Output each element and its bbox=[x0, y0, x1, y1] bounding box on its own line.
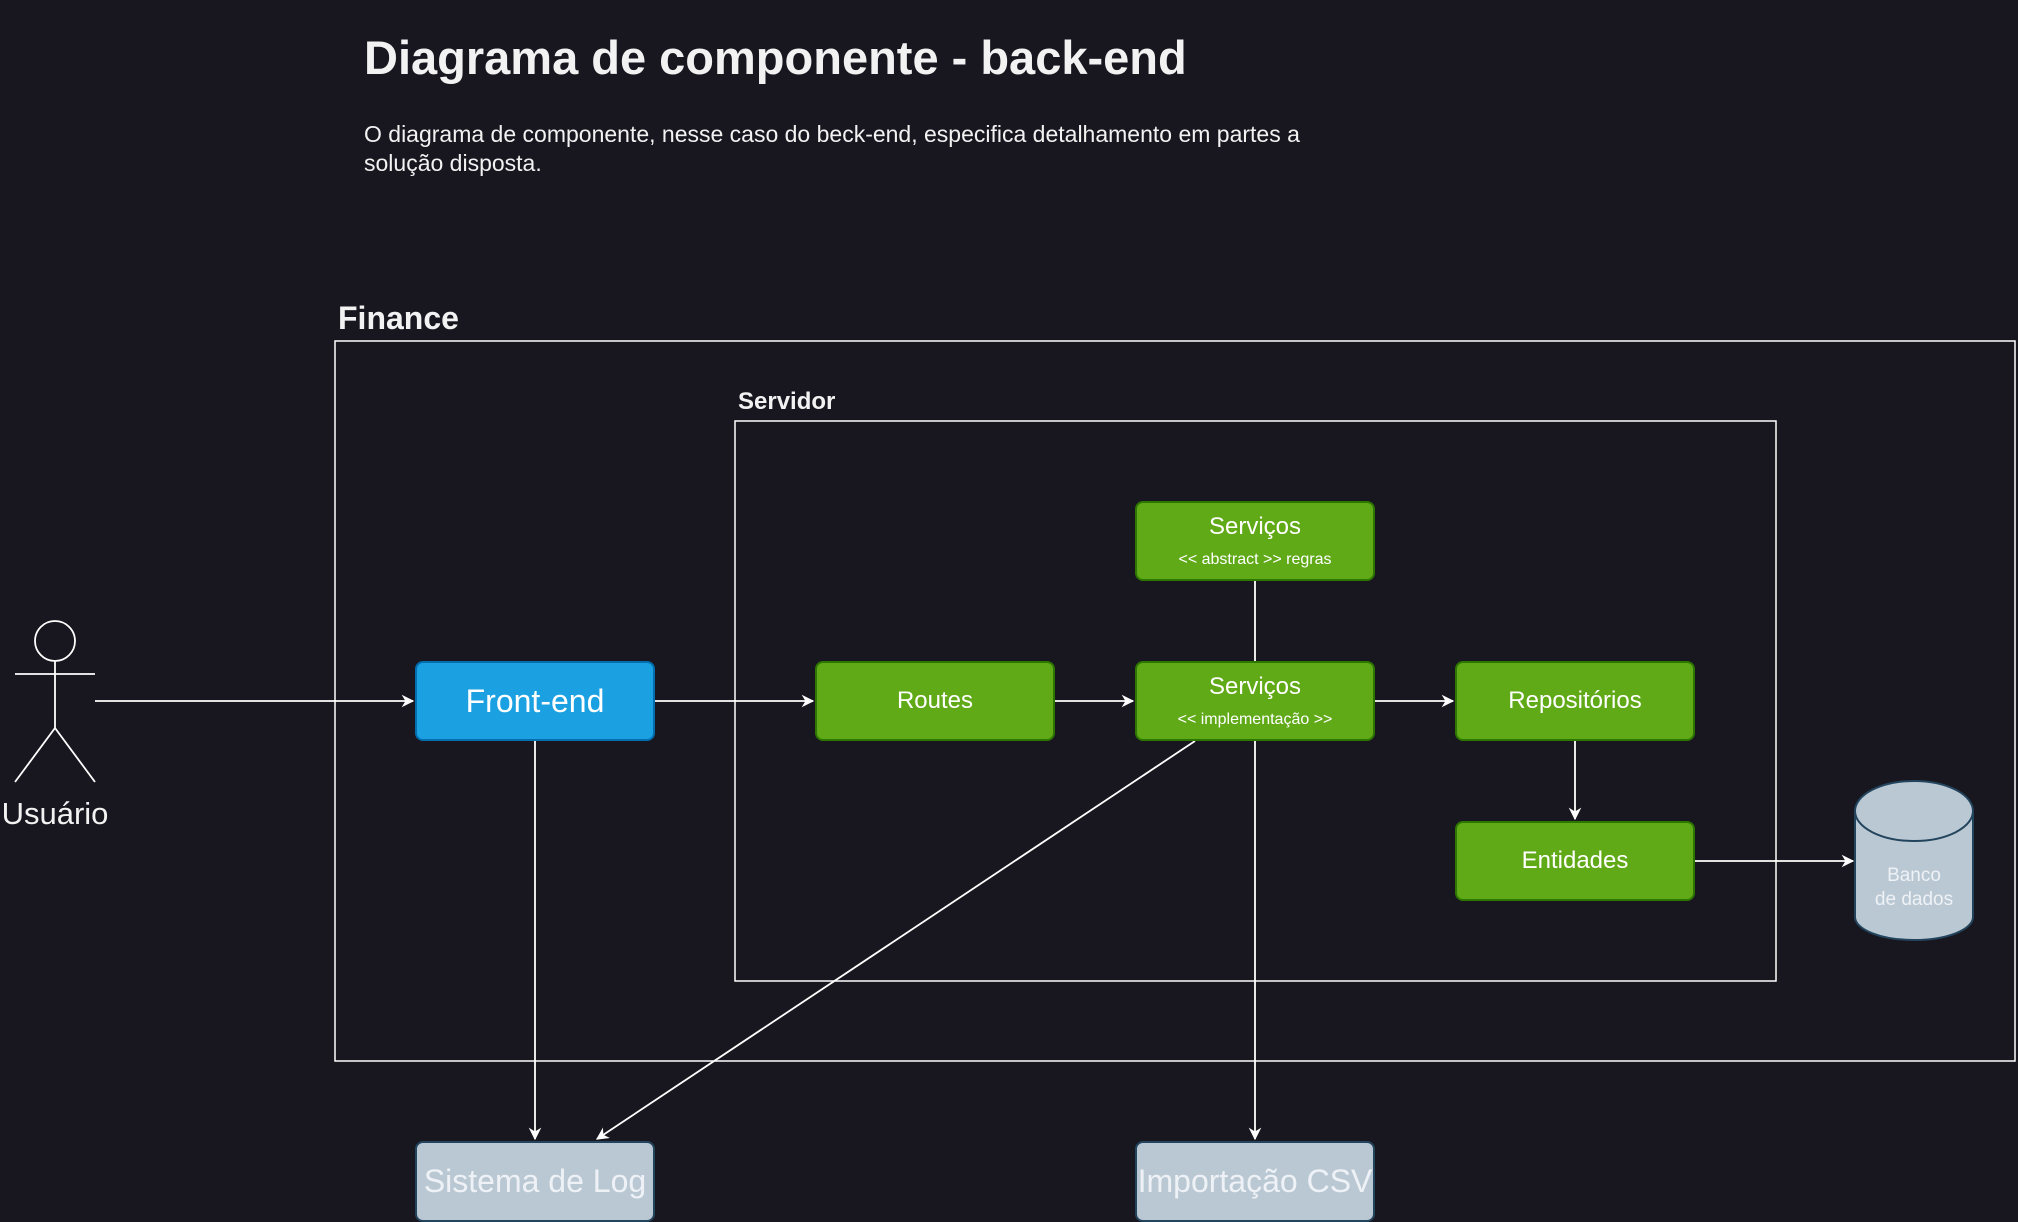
database-label-line2: de dados bbox=[1874, 889, 1954, 910]
services-impl-subtitle: << implementação >> bbox=[1177, 711, 1333, 728]
frontend-component[interactable]: Front-end bbox=[415, 661, 655, 741]
page-title: Diagrama de componente - back-end bbox=[364, 31, 1187, 84]
edge-services-log bbox=[595, 740, 1196, 1140]
repositories-component[interactable]: Repositórios bbox=[1455, 661, 1695, 741]
routes-label: Routes bbox=[896, 687, 974, 714]
log-system-label: Sistema de Log bbox=[423, 1163, 647, 1199]
services-impl-component[interactable]: Serviços << implementação >> bbox=[1135, 661, 1375, 741]
entities-label: Entidades bbox=[1521, 847, 1629, 874]
frontend-label: Front-end bbox=[465, 682, 605, 719]
repositories-label: Repositórios bbox=[1508, 687, 1642, 714]
database-label: Banco de dados bbox=[1855, 864, 1973, 912]
database-cylinder-icon bbox=[1854, 780, 1974, 941]
finance-frame-label: Finance bbox=[338, 300, 459, 336]
database-label-line1: Banco bbox=[1887, 865, 1941, 886]
log-system-component[interactable]: Sistema de Log bbox=[415, 1141, 655, 1222]
csv-import-label: Importação CSV bbox=[1137, 1163, 1373, 1199]
services-abstract-title: Serviços bbox=[1208, 513, 1302, 540]
services-abstract-subtitle: << abstract >> regras bbox=[1178, 551, 1332, 568]
services-impl-title: Serviços bbox=[1208, 673, 1302, 700]
user-actor-icon bbox=[14, 620, 96, 783]
page-description: O diagrama de componente, nesse caso do … bbox=[364, 121, 1300, 176]
services-abstract-component[interactable]: Serviços << abstract >> regras bbox=[1135, 501, 1375, 581]
user-actor-label: Usuário bbox=[1, 796, 109, 831]
servidor-frame-label: Servidor bbox=[738, 388, 836, 415]
entities-component[interactable]: Entidades bbox=[1455, 821, 1695, 901]
routes-component[interactable]: Routes bbox=[815, 661, 1055, 741]
csv-import-component[interactable]: Importação CSV bbox=[1135, 1141, 1375, 1222]
